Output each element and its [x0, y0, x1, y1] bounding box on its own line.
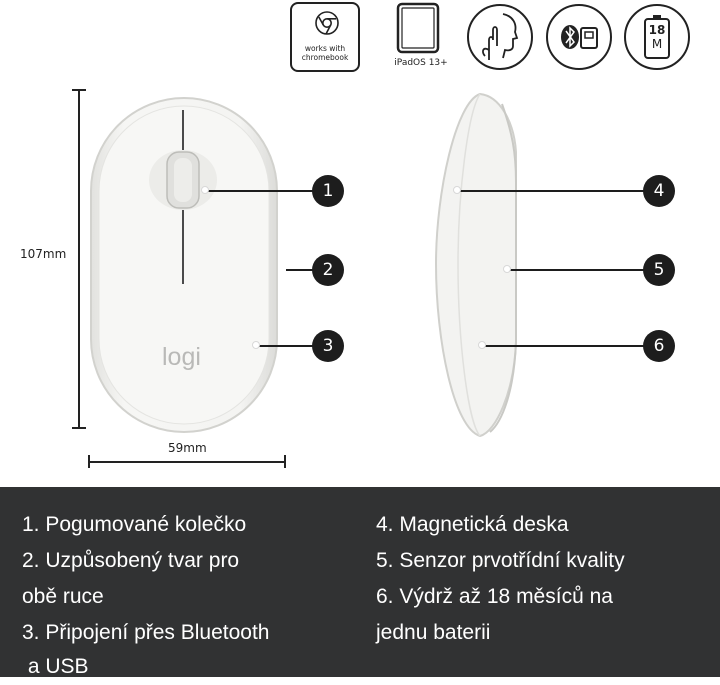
- callout-leader-2: [286, 269, 316, 271]
- callout-marker-5: 5: [643, 254, 675, 286]
- mouse-side-view: [434, 92, 517, 438]
- height-dimension-line: [78, 90, 80, 428]
- chromebook-badge-line1: works with: [304, 44, 346, 53]
- height-dimension-label: 107mm: [20, 247, 67, 261]
- feature-item: a USB: [22, 655, 89, 678]
- bluetooth-usb-icon: [561, 25, 598, 49]
- battery-months-unit: M: [651, 37, 663, 51]
- logi-logo: logi: [162, 343, 201, 371]
- feature-item: jednu baterii: [376, 621, 491, 644]
- callout-marker-6: 6: [643, 330, 675, 362]
- chrome-icon: [315, 11, 339, 35]
- callout-leader-5: [507, 269, 647, 271]
- feature-item: 4. Magnetická deska: [376, 513, 569, 536]
- width-dimension-cap-right: [284, 455, 286, 468]
- callout-marker-1: 1: [312, 175, 344, 207]
- ipados-badge: iPadOS 13+: [390, 2, 450, 72]
- callout-leader-6: [482, 345, 647, 347]
- feature-item: 2. Uzpůsobený tvar pro: [22, 549, 240, 572]
- callout-point-5: [503, 265, 511, 273]
- tablet-icon: [396, 2, 440, 54]
- mouse-top-view: [90, 97, 278, 433]
- silent-click-badge: [467, 4, 533, 70]
- width-dimension-line: [89, 461, 285, 463]
- connectivity-badge: [546, 4, 612, 70]
- chromebook-badge-line2: chromebook: [301, 53, 349, 62]
- silent-gesture-icon: [482, 13, 519, 60]
- feature-item: obě ruce: [22, 585, 104, 608]
- callout-leader-3: [256, 345, 316, 347]
- battery-months-number: 18: [648, 23, 666, 37]
- height-dimension-cap-bottom: [72, 427, 86, 429]
- height-dimension-cap-top: [72, 89, 86, 91]
- callout-point-3: [252, 341, 260, 349]
- callout-point-1: [201, 186, 209, 194]
- feature-item: 6. Výdrž až 18 měsíců na: [376, 585, 613, 608]
- ipados-label: iPadOS 13+: [394, 58, 448, 68]
- callout-point-6: [478, 341, 486, 349]
- works-with-chromebook-badge: works with chromebook: [290, 2, 360, 72]
- width-dimension-cap-left: [88, 455, 90, 468]
- callout-leader-4: [457, 190, 647, 192]
- callout-marker-3: 3: [312, 330, 344, 362]
- battery-icon: [644, 15, 670, 59]
- features-panel: 1. Pogumované kolečko 2. Uzpůsobený tvar…: [0, 487, 720, 678]
- battery-life-badge: 18 M: [624, 4, 690, 70]
- width-dimension-label: 59mm: [168, 441, 207, 455]
- feature-item: 1. Pogumované kolečko: [22, 513, 247, 536]
- callout-marker-2: 2: [312, 254, 344, 286]
- callout-point-4: [453, 186, 461, 194]
- feature-item: 5. Senzor prvotřídní kvality: [376, 549, 625, 572]
- callout-leader-1: [205, 190, 315, 192]
- callout-marker-4: 4: [643, 175, 675, 207]
- feature-item: 3. Připojení přes Bluetooth: [22, 621, 270, 644]
